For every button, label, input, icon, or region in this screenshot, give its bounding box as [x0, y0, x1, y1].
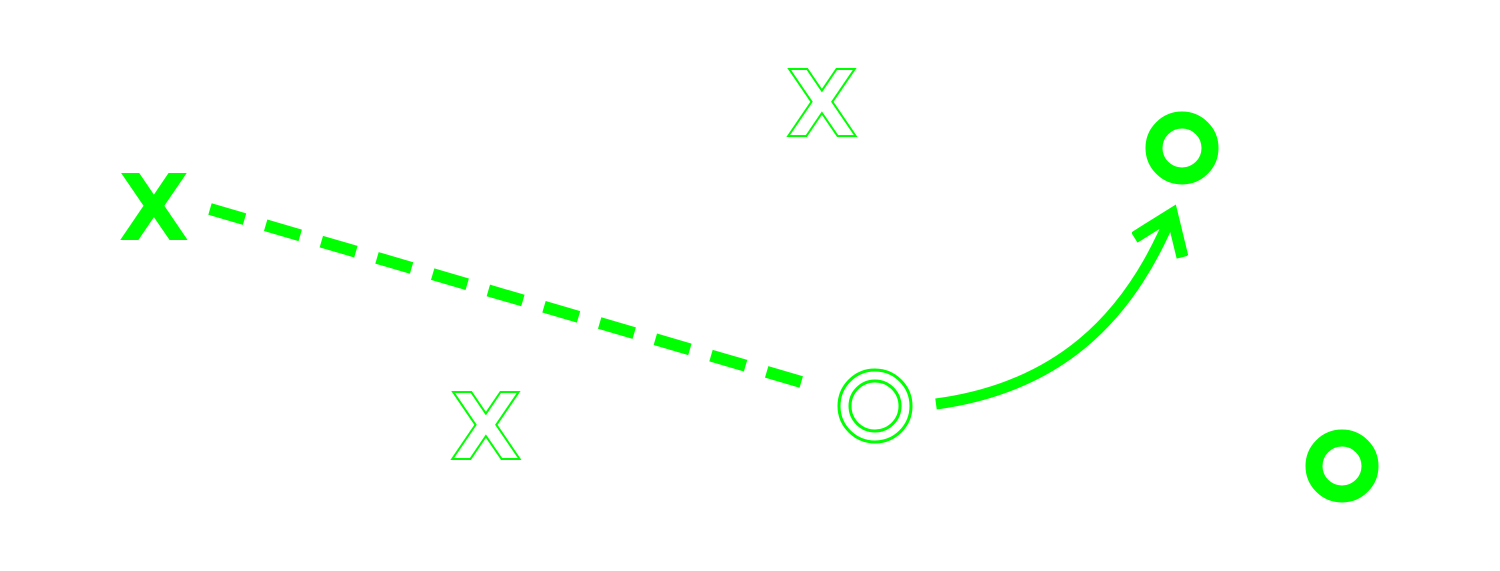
player-o-solid-top-icon: [1145, 111, 1219, 185]
ball-carrier-ring-icon: [837, 368, 913, 444]
pass-dashed-line: [208, 203, 817, 392]
defender-x-outline-bottom: X: [451, 374, 522, 481]
route-arrow: [935, 214, 1172, 410]
player-o-solid-bottom-icon: [1305, 429, 1379, 503]
defender-x-outline-top: X: [787, 51, 858, 158]
player-x-solid: X: [119, 155, 190, 262]
